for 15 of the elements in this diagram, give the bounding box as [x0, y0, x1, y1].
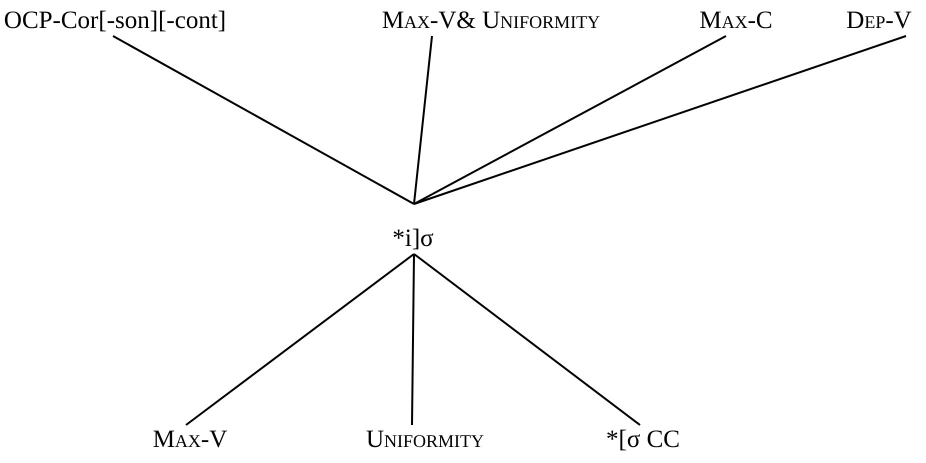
constraint-label: *[σ CC — [606, 425, 680, 455]
connector-line — [414, 35, 906, 205]
connector-line — [185, 253, 415, 426]
constraint-label: Dep-V — [846, 6, 912, 36]
constraint-label: Max-C — [699, 6, 773, 36]
constraint-label: Max-V& Uniformity — [382, 6, 600, 36]
connector-line — [411, 254, 415, 426]
constraint-label: Max-V — [152, 425, 228, 455]
connector-line — [414, 35, 726, 205]
connector-line — [413, 253, 641, 426]
constraint-label: *i]σ — [392, 224, 434, 254]
connector-line — [413, 36, 433, 204]
connector-line — [112, 35, 414, 205]
constraint-label: OCP-Cor[-son][-cont] — [4, 6, 226, 36]
constraint-label: Uniformity — [366, 425, 484, 455]
